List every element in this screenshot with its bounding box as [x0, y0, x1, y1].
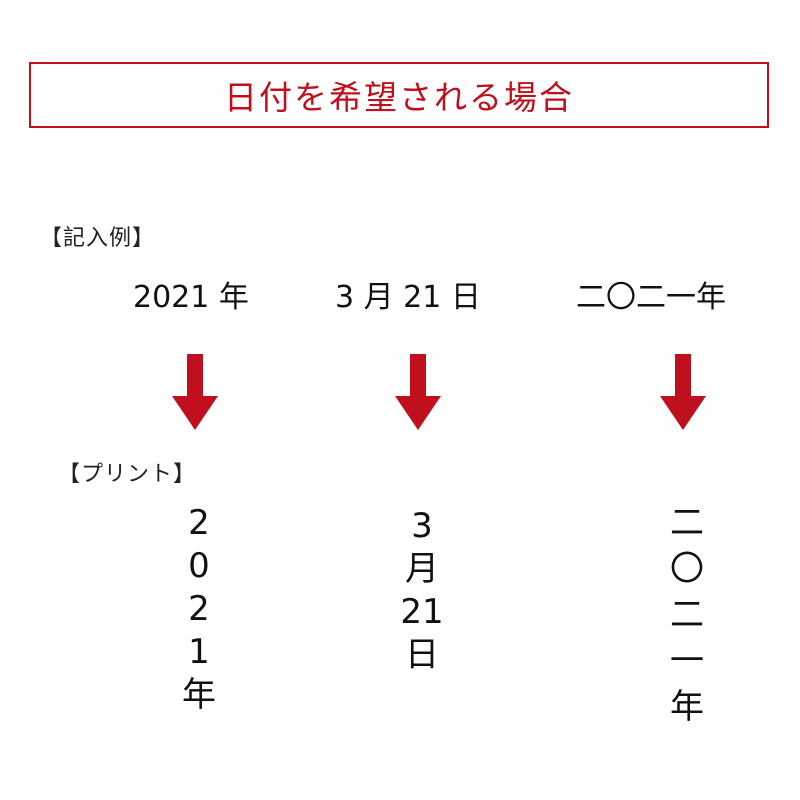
print-char: 2 — [188, 589, 210, 629]
print-char: 3 — [411, 506, 433, 546]
arrow-down-icon — [172, 354, 218, 430]
print-char: 〇 — [670, 549, 704, 589]
print-char: 月 — [405, 549, 439, 589]
print-preview-date: 3 月 21 日 — [392, 505, 452, 677]
print-char: 21 — [400, 592, 444, 632]
print-char: 0 — [188, 546, 210, 586]
example-input-date: 3 月 21 日 — [335, 280, 481, 315]
example-input-year: 2021 年 — [133, 280, 249, 315]
print-char: 1 — [188, 632, 210, 672]
arrow-down-icon — [395, 354, 441, 430]
print-char: 2 — [188, 503, 210, 543]
example-label: 【記入例】 — [40, 226, 156, 251]
print-char: 二 — [670, 595, 704, 635]
arrow-down-icon — [660, 354, 706, 430]
print-char: 年 — [182, 675, 216, 715]
page-title: 日付を希望される場合 — [224, 78, 574, 117]
print-char: 二 — [670, 503, 704, 543]
print-char: 年 — [670, 687, 704, 727]
print-label: 【プリント】 — [58, 462, 197, 487]
example-input-kanji-year: 二〇二一年 — [576, 280, 726, 315]
print-char: 一 — [670, 641, 704, 681]
print-preview-year: 2 0 2 1 年 — [174, 502, 224, 717]
print-preview-kanji-year: 二 〇 二 一 年 — [662, 500, 712, 730]
print-char: 日 — [405, 635, 439, 675]
title-banner: 日付を希望される場合 — [29, 62, 769, 128]
